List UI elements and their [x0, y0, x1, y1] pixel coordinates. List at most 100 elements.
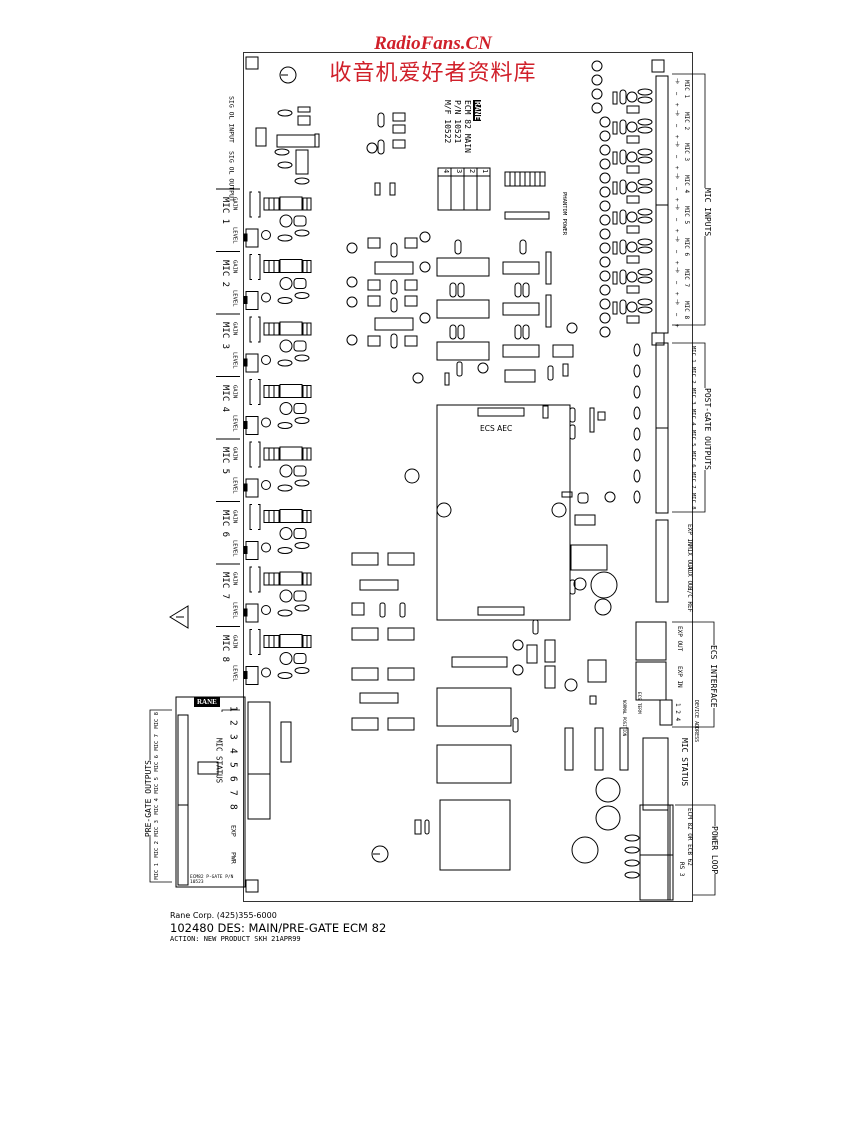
level-label: LEVEL: [231, 352, 238, 369]
level-pot: [245, 291, 259, 310]
post-gate-output-label: MIC 3: [690, 388, 696, 405]
pre-gate-output-label: MIC 1: [154, 862, 160, 880]
title-line1: ECM 82 MAIN: [463, 100, 472, 153]
mic-channel-name: MIC 5: [220, 447, 230, 475]
ecs-aec-label: ECS AEC: [480, 424, 513, 433]
level-label: LEVEL: [231, 602, 238, 619]
pre-gate-output-label: MIC 4: [154, 798, 160, 815]
dip-label-3: 3: [455, 169, 463, 174]
mic-channel-name: MIC 6: [220, 509, 230, 537]
resistor-array: [263, 260, 280, 273]
ic: [279, 509, 303, 523]
title-brand: RANE: [473, 100, 482, 122]
mic-input-label: MIC 1: [683, 80, 690, 99]
resistor-array: [263, 572, 280, 586]
post-gate-output-label: MIC 4: [690, 409, 696, 426]
transistor: [591, 60, 603, 72]
gain-trim: [249, 566, 261, 593]
mic-input-label: MIC 8: [683, 300, 690, 319]
footer-company: Rane Corp. (425)355-6000: [170, 911, 277, 920]
transistor: [599, 158, 611, 170]
level-pot: [245, 416, 259, 435]
gain-label: GAIN: [231, 634, 238, 648]
level-label: LEVEL: [231, 414, 238, 432]
level-label: LEVEL: [231, 227, 238, 244]
transistor: [599, 228, 611, 240]
pre-gate-output-label: MIC 3: [154, 819, 160, 837]
mic-status-num-4: 4: [227, 748, 239, 754]
title-line2: P/N 10521: [453, 100, 462, 144]
transistor: [279, 464, 293, 478]
transistor: [599, 256, 611, 268]
mic-input-label: MIC 6: [683, 237, 690, 256]
power-loop-title: POWER LOOP: [710, 826, 719, 875]
level-label: LEVEL: [231, 664, 238, 682]
aux-ec-ref: E/C REF: [686, 587, 693, 613]
pre-gate-output-label: MIC 6: [154, 755, 160, 772]
pre-gate-outputs-title: PRE-GATE OUTPUTS: [144, 760, 153, 838]
gain-trim: [249, 191, 261, 218]
ecs-exp-out: EXP OUT: [676, 626, 683, 652]
level-pot: [245, 228, 259, 248]
level-pot: [245, 603, 259, 623]
transistor: [599, 270, 611, 282]
post-gate-output-label: MIC 8: [690, 493, 696, 510]
level-pot: [245, 666, 259, 685]
pre-gate-output-label: MIC 7: [154, 733, 160, 751]
pin-polarity-marks: ⏚ − +: [673, 141, 680, 172]
pin-polarity-marks: ⏚ − +: [673, 172, 680, 203]
pre-gate-output-label: MIC 5: [154, 776, 160, 794]
aux-mix-out: MIX OUT: [686, 545, 693, 571]
gain-label: GAIN: [231, 197, 238, 211]
sig-ol-output-label: SIG OL OUTPUT: [227, 151, 236, 202]
mic-status-num-7: 7: [227, 790, 239, 796]
gain-trim: [249, 629, 261, 655]
transistor: [599, 172, 611, 184]
transistor: [279, 589, 293, 603]
resistor-array: [263, 385, 280, 398]
level-pot: [245, 353, 259, 373]
mic-channel-name: MIC 1: [220, 197, 230, 225]
device-address-label: DEVICE ADDRESS: [693, 700, 699, 743]
pre-gate-output-label: MIC 8: [154, 712, 160, 729]
transistor: [279, 339, 293, 353]
mic-input-label: MIC 5: [683, 206, 690, 225]
transistor: [279, 214, 293, 228]
gain-label: GAIN: [231, 384, 238, 398]
post-gate-outputs-title: POST-GATE OUTPUTS: [703, 388, 712, 470]
post-gate-output-label: MIC 2: [690, 367, 696, 384]
gain-label: GAIN: [231, 509, 238, 523]
mic-channel-name: MIC 3: [220, 322, 230, 350]
transistor: [279, 277, 293, 290]
level-pot: [245, 478, 259, 498]
pre-gate-brand: RANE: [194, 697, 220, 707]
transistor: [591, 102, 603, 114]
transistor: [599, 214, 611, 226]
ecs-interface-title: ECS INTERFACE: [709, 645, 718, 708]
mount-square: [245, 879, 259, 893]
mic-status-num-5: 5: [227, 762, 239, 768]
resistor-array: [263, 510, 280, 523]
ic: [279, 196, 303, 211]
title-line3: M/F 10522: [443, 100, 452, 144]
ic: [279, 321, 303, 336]
dip-label-4: 4: [442, 169, 450, 174]
pwr-label: PWR: [229, 852, 238, 864]
mic-status-num-8: 8: [227, 804, 239, 810]
transistor: [591, 88, 603, 100]
level-label: LEVEL: [231, 539, 238, 557]
mic-input-label: MIC 3: [683, 143, 690, 162]
power-conn-ecm82: ECM 82 OR ECB 62: [686, 808, 693, 866]
mic-status-num-3: 3: [227, 734, 239, 740]
pin-polarity-marks: ⏚ − +: [673, 298, 680, 329]
aux-aux-out: AUX OUT: [686, 566, 693, 592]
transistor: [279, 402, 293, 415]
mic-inputs-title: MIC INPUTS: [703, 188, 712, 237]
transistor: [599, 130, 611, 142]
power-conn-rs3: RS 3: [678, 862, 685, 877]
ic: [279, 259, 303, 273]
gain-trim: [249, 441, 261, 468]
transistor: [279, 527, 293, 540]
gain-label: GAIN: [231, 322, 238, 336]
ic: [279, 634, 303, 648]
